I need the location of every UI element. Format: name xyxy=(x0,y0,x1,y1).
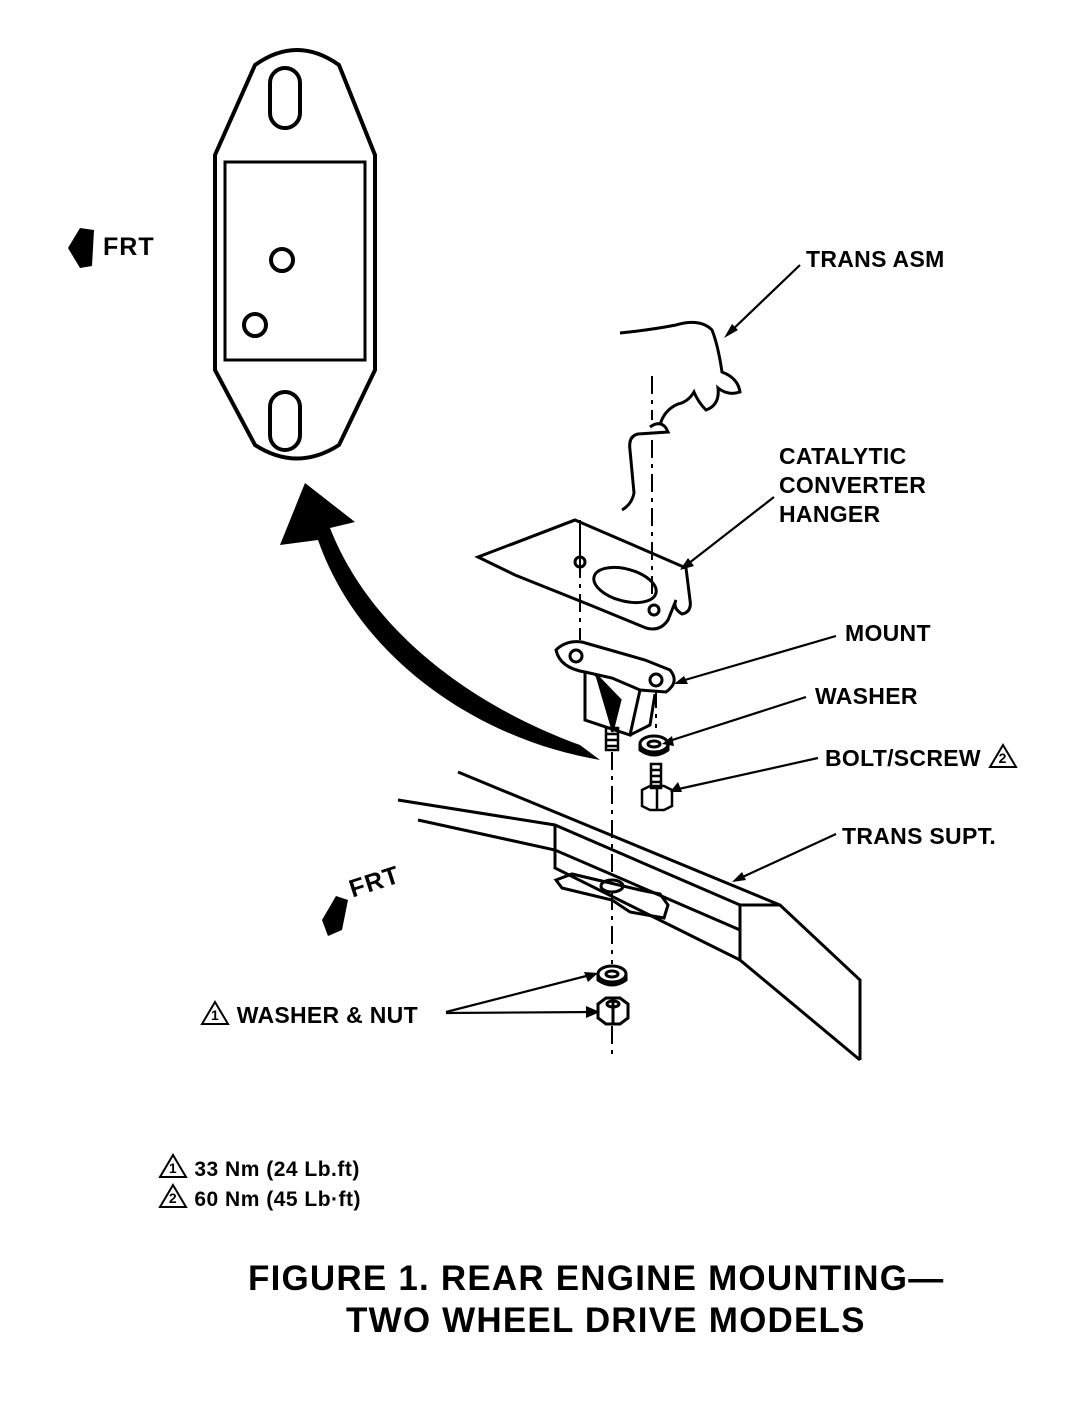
catalytic-converter-hanger-part xyxy=(474,518,692,631)
torque-spec-triangle-icon: 2 xyxy=(987,743,1018,769)
catalytic-label-line2: CONVERTER xyxy=(779,472,927,498)
washer-part xyxy=(638,734,670,757)
front-direction-arrow-icon xyxy=(68,228,94,268)
washer-label: WASHER xyxy=(815,683,918,709)
bolt-screw-text: BOLT/SCREW xyxy=(825,745,981,771)
washer-nut-text: WASHER & NUT xyxy=(236,1002,418,1028)
washer-nut-label: 1 WASHER & NUT xyxy=(200,1000,418,1029)
torque-note-2-text: 60 Nm (45 Lb·ft) xyxy=(194,1188,362,1211)
trans-asm-part xyxy=(619,320,742,512)
lower-nut-part xyxy=(596,996,630,1026)
mount-label: MOUNT xyxy=(845,620,931,646)
figure-caption-line2: TWO WHEEL DRIVE MODELS xyxy=(346,1301,866,1340)
mount-top-view xyxy=(213,48,377,461)
bolt-screw-marker: 2 xyxy=(998,750,1007,766)
torque-spec-triangle-icon: 2 xyxy=(158,1183,188,1209)
leader-lines xyxy=(445,264,837,1015)
view-direction-arrow xyxy=(280,483,600,760)
catalytic-label-line3: HANGER xyxy=(779,501,881,527)
bolt-screw-part xyxy=(640,762,674,812)
torque-spec-triangle-icon: 1 xyxy=(200,1000,230,1026)
washer-nut-marker: 1 xyxy=(210,1007,220,1023)
front-direction-arrow-icon xyxy=(322,896,348,936)
mount-part xyxy=(554,640,676,737)
trans-supt-label: TRANS SUPT. xyxy=(842,823,997,849)
torque-note-2: 2 60 Nm (45 Lb·ft) xyxy=(158,1183,361,1214)
trans-asm-label: TRANS ASM xyxy=(806,246,945,272)
catalytic-label-line1: CATALYTIC xyxy=(779,443,907,469)
torque-note-1-marker: 1 xyxy=(168,1160,178,1176)
alignment-centerlines xyxy=(579,376,657,1056)
torque-note-1: 1 33 Nm (24 Lb.ft) xyxy=(158,1153,360,1184)
leader-arrowheads xyxy=(584,324,746,1018)
mount-stud xyxy=(604,726,620,752)
torque-note-2-marker: 2 xyxy=(168,1190,178,1206)
lower-washer-part xyxy=(596,964,628,987)
frt-label-top: FRT xyxy=(103,233,155,261)
trans-support-part xyxy=(397,770,862,1062)
figure-caption-line1: FIGURE 1. REAR ENGINE MOUNTING— xyxy=(248,1259,945,1298)
bolt-screw-label: BOLT/SCREW 2 xyxy=(825,743,1018,772)
torque-note-1-text: 33 Nm (24 Lb.ft) xyxy=(194,1158,360,1181)
torque-spec-triangle-icon: 1 xyxy=(158,1153,188,1179)
